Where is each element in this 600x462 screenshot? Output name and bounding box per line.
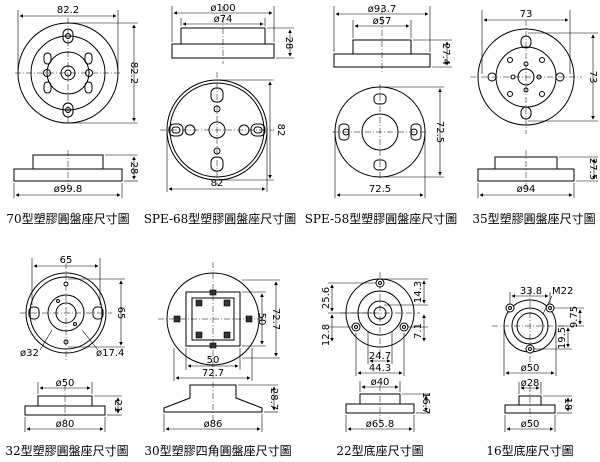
plan-view-22: 25.6 12.8 14.3 7.1 24.7 44.3 (321, 272, 428, 376)
dim-16-thread: M22 (552, 286, 573, 297)
plan-view-32: 65 65 ø32 ø17.4 (20, 255, 126, 362)
plan-view-spe68: 82 82 (160, 72, 286, 192)
dim-spe58-plan-width: 72.5 (369, 184, 391, 195)
dim-30-outer-height: 72.7 (270, 308, 281, 330)
caption-22: 22型底座尺寸圖 (336, 444, 424, 458)
caption-30: 30型塑膠四角圓盤座尺寸圖 (144, 444, 292, 458)
dim-35-top-width: 73 (520, 9, 533, 20)
dim-spe68-plan-height: 82 (275, 124, 286, 137)
dim-70-base-dia: ø99.8 (54, 184, 82, 195)
dim-16-bottom-width: ø50 (521, 363, 540, 374)
dim-32-side-height: 65 (115, 307, 126, 320)
side-view-30: 28.7 ø86 (163, 382, 279, 432)
plan-view-spe58: 72.5 72.5 (332, 84, 445, 198)
panel-22: 25.6 12.8 14.3 7.1 24.7 44.3 (321, 272, 431, 432)
caption-spe68: SPE-68型塑膠圓盤座尺寸圖 (143, 212, 297, 226)
caption-32: 32型塑膠圓盤座尺寸圖 (5, 444, 129, 458)
panel-spe58: ø93.7 ø57 27.4 72.5 (332, 4, 452, 198)
dim-spe68-inner-dia: ø74 (214, 14, 233, 25)
dim-22-right-bottom: 7.1 (413, 323, 424, 339)
dim-22-bottom-inner: 24.7 (369, 351, 391, 362)
side-view-spe58: ø93.7 ø57 27.4 (333, 4, 452, 72)
dim-spe68-plan-width: 82 (211, 178, 224, 189)
dim-32-base-height: 21 (112, 400, 123, 413)
dim-32-top-dia: ø50 (56, 378, 75, 389)
dim-22-left-outer: 25.6 (321, 287, 332, 309)
dim-35-base-dia: ø94 (517, 184, 536, 195)
caption-16: 16型底座尺寸圖 (486, 444, 574, 458)
side-view-spe68: ø100 ø74 28 (171, 3, 294, 64)
dim-22-right-top: 14.3 (413, 281, 424, 303)
dim-spe58-outer-dia: ø93.7 (368, 4, 396, 15)
dim-35-side-height: 73 (587, 71, 598, 84)
panel-16: 33.8 M22 9.75 19.5 ø50 ø28 1 (492, 286, 584, 432)
dim-30-inner-height: 50 (256, 313, 267, 326)
panel-70: 82.2 82.2 28 ø99.8 (13, 5, 139, 198)
panel-30: 50 72.7 50 72.7 28.7 ø86 (158, 262, 281, 432)
dim-16-right-inner: 19.5 (557, 327, 568, 349)
dim-70-base-height: 28 (128, 162, 139, 175)
dim-16-right-outer: 9.75 (569, 306, 580, 328)
dim-16-top-left: 33.8 (520, 286, 542, 297)
side-view-16: ø28 18 ø50 (504, 378, 573, 432)
dim-22-base-dia: ø65.8 (366, 419, 394, 430)
dim-30-base-height: 28.7 (268, 388, 279, 410)
panel-32: 65 65 ø32 ø17.4 ø50 21 ø80 (20, 255, 126, 432)
dim-spe58-inner-dia: ø57 (373, 16, 392, 27)
dim-22-left-inner: 12.8 (321, 324, 332, 346)
side-view-22: ø40 16.7 ø65.8 (345, 377, 431, 432)
dim-16-top-dia: ø28 (521, 378, 540, 389)
dim-70-side-height: 82.2 (128, 62, 139, 84)
panel-spe68: ø100 ø74 28 (160, 3, 294, 192)
side-view-32: ø50 21 ø80 (24, 378, 123, 432)
dim-22-base-height: 16.7 (420, 392, 431, 414)
caption-70: 70型塑膠圓盤座尺寸圖 (6, 212, 130, 226)
plan-view-70: 82.2 82.2 (15, 5, 139, 124)
dim-spe58-body-height: 27.4 (440, 43, 451, 65)
dim-30-outer-width: 72.7 (202, 368, 224, 379)
dim-spe58-plan-height: 72.5 (434, 121, 445, 143)
caption-spe58: SPE-58型塑膠圓盤座尺寸圖 (304, 212, 458, 226)
caption-35: 35型塑膠圓盤座尺寸圖 (472, 212, 596, 226)
dim-22-bottom-outer: 44.3 (369, 363, 391, 374)
dim-spe68-outer-dia: ø100 (210, 3, 235, 14)
dim-16-base-dia: ø50 (521, 419, 540, 430)
dim-32-base-dia: ø80 (56, 419, 75, 430)
dim-35-base-height: 27.5 (587, 158, 598, 180)
plan-view-16: 33.8 M22 9.75 19.5 ø50 (492, 286, 584, 376)
dim-32-top-width: 65 (60, 255, 73, 266)
dim-30-inner-width: 50 (207, 355, 220, 366)
dim-30-base-dia: ø86 (204, 419, 223, 430)
plan-view-30: 50 72.7 50 72.7 (158, 262, 281, 381)
dim-spe68-body-height: 28 (283, 37, 294, 50)
side-view-35: 27.5 ø94 (477, 150, 598, 198)
dim-22-top-dia: ø40 (371, 377, 390, 388)
dim-16-base-height: 18 (562, 398, 573, 411)
panel-35: 73 73 27.5 ø94 (470, 9, 598, 198)
plan-view-35: 73 73 (470, 9, 598, 134)
dim-32-small-hole: ø17.4 (96, 348, 124, 359)
dim-32-hole-dia: ø32 (20, 348, 39, 359)
side-view-70: 28 ø99.8 (13, 150, 139, 198)
dim-70-top-width: 82.2 (57, 5, 79, 16)
